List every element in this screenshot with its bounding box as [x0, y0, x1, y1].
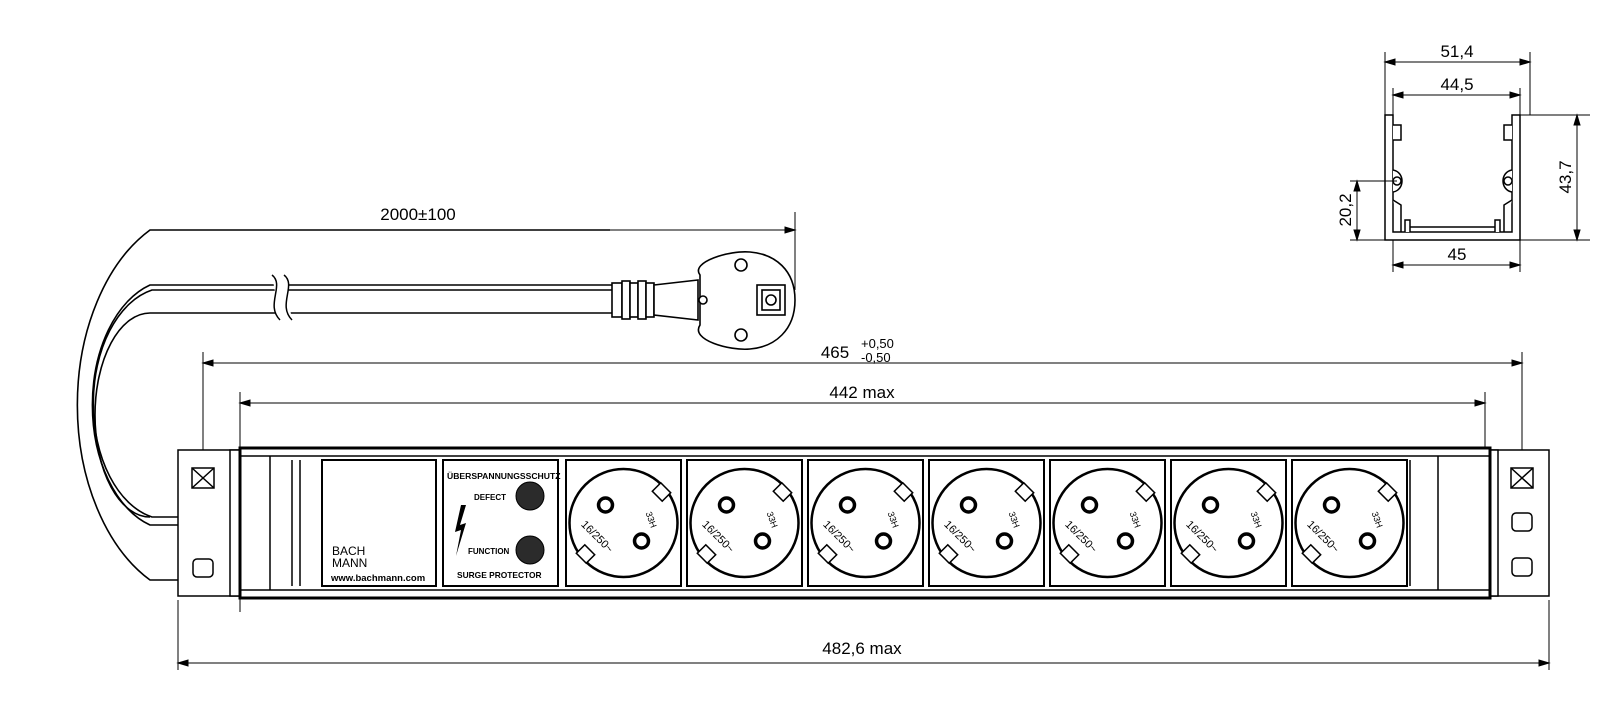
profile-inner-width-label: 44,5 — [1440, 75, 1473, 94]
socket-face — [1173, 467, 1284, 579]
earth-clip — [575, 543, 596, 565]
cable-length-dimension — [150, 212, 797, 290]
earth-clip — [696, 543, 717, 565]
brand-line-2: MANN — [332, 556, 367, 570]
profile-base-width-label: 45 — [1448, 245, 1467, 264]
profile-dimensions — [1350, 52, 1590, 272]
profile-cross-section — [1384, 114, 1521, 241]
defect-label: DEFECT — [474, 493, 506, 502]
profile-mid-height-label: 20,2 — [1336, 193, 1355, 226]
socket: 16/250~33H — [565, 459, 682, 587]
pin-hole — [596, 496, 615, 514]
defect-indicator — [515, 481, 545, 511]
profile-height-label: 43,7 — [1556, 160, 1575, 193]
left-mount-bracket — [177, 449, 241, 597]
power-cable — [76, 229, 612, 581]
socket: 16/250~33H — [686, 459, 803, 587]
pin-hole — [632, 532, 651, 550]
pin-hole — [995, 532, 1014, 550]
brand-line-1: BACH — [332, 544, 365, 558]
mount-pitch-tol-plus: +0,50 — [861, 336, 894, 351]
pin-hole — [1322, 496, 1341, 514]
pin-hole — [717, 496, 736, 514]
pin-hole — [874, 532, 893, 550]
pin-hole — [1116, 532, 1135, 550]
brand-panel: BACH MANN www.bachmann.com — [321, 459, 437, 587]
earth-clip — [1180, 543, 1201, 565]
socket: 16/250~33H — [1170, 459, 1287, 587]
overall-length-dimension — [176, 600, 1551, 670]
pin-hole — [1201, 496, 1220, 514]
socket: 16/250~33H — [1049, 459, 1166, 587]
cable-break-mark — [271, 274, 293, 321]
socket: 16/250~33H — [807, 459, 924, 587]
function-label: FUNCTION — [468, 547, 510, 556]
right-mount-bracket — [1489, 449, 1550, 597]
socket-face — [1294, 467, 1405, 579]
mount-pitch-tol-minus: -0,50 — [861, 350, 891, 365]
earth-clip — [651, 481, 672, 503]
pin-hole — [1358, 532, 1377, 550]
earth-clip — [1301, 543, 1322, 565]
profile-outer-width-label: 51,4 — [1440, 42, 1473, 61]
socket-face — [568, 467, 679, 579]
socket: 16/250~33H — [1291, 459, 1408, 587]
earth-clip — [893, 481, 914, 503]
earth-clip — [1135, 481, 1156, 503]
earth-clip — [1256, 481, 1277, 503]
brand-url: www.bachmann.com — [330, 573, 425, 584]
surge-protector-module: ÜBERSPANNUNGSSCHUTZ DEFECT FUNCTION SURG… — [442, 459, 560, 587]
pin-hole — [753, 532, 772, 550]
pin-hole — [959, 496, 978, 514]
pin-hole — [1080, 496, 1099, 514]
earth-clip — [1059, 543, 1080, 565]
cable-length-label: 2000±100 — [380, 205, 456, 224]
pin-hole — [838, 496, 857, 514]
overall-length-label: 482,6 max — [822, 639, 902, 658]
earth-clip — [938, 543, 959, 565]
lightning-bolt-icon — [455, 505, 466, 556]
function-indicator — [515, 535, 545, 565]
schuko-plug — [611, 251, 796, 350]
mount-pitch-label: 465 — [821, 343, 849, 362]
socket-face — [689, 467, 800, 579]
earth-clip — [1377, 481, 1398, 503]
earth-clip — [772, 481, 793, 503]
socket-face — [931, 467, 1042, 579]
earth-clip — [1014, 481, 1035, 503]
socket-face — [1052, 467, 1163, 579]
pin-hole — [1237, 532, 1256, 550]
body-length-label: 442 max — [829, 383, 895, 402]
surge-footer: SURGE PROTECTOR — [457, 570, 542, 580]
socket: 16/250~33H — [928, 459, 1045, 587]
earth-clip — [817, 543, 838, 565]
socket-face — [810, 467, 921, 579]
surge-title: ÜBERSPANNUNGSSCHUTZ — [447, 471, 560, 481]
